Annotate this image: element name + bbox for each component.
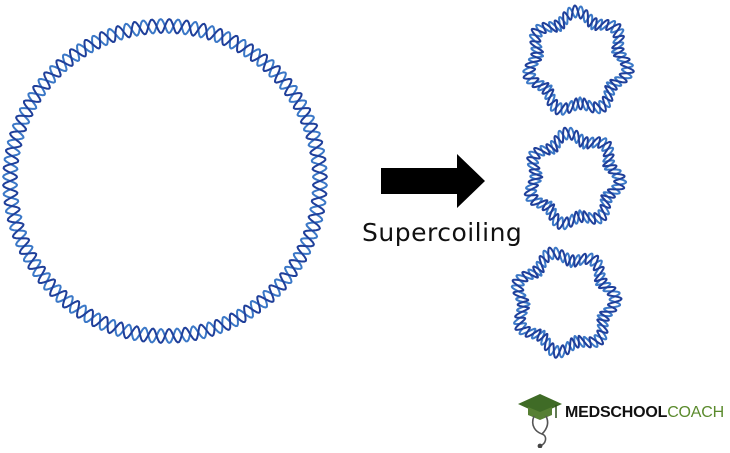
dna-strand-a bbox=[2, 18, 328, 344]
graduation-cap-stethoscope-icon bbox=[518, 394, 562, 448]
medschoolcoach-logo bbox=[518, 394, 562, 448]
logo-wordmark: MEDSCHOOLCOACH bbox=[565, 404, 724, 422]
logo-text-coach: COACH bbox=[667, 404, 724, 421]
logo-text-medschool: MEDSCHOOL bbox=[565, 404, 668, 421]
dna-strand-b bbox=[523, 126, 626, 230]
right-arrow-icon bbox=[381, 154, 485, 208]
supercoiling-label: Supercoiling bbox=[362, 218, 523, 247]
dna-strand-b bbox=[522, 4, 635, 116]
supercoiled-dna bbox=[510, 4, 635, 359]
relaxed-dna-circle bbox=[2, 18, 328, 344]
supercoil-loop-bottom bbox=[510, 246, 623, 359]
dna-strand-b bbox=[511, 246, 623, 359]
dna-strand-b bbox=[2, 18, 328, 344]
supercoil-loop-middle bbox=[523, 126, 628, 231]
supercoil-loop-top bbox=[522, 4, 635, 116]
relaxed-circular-dna bbox=[2, 18, 328, 344]
